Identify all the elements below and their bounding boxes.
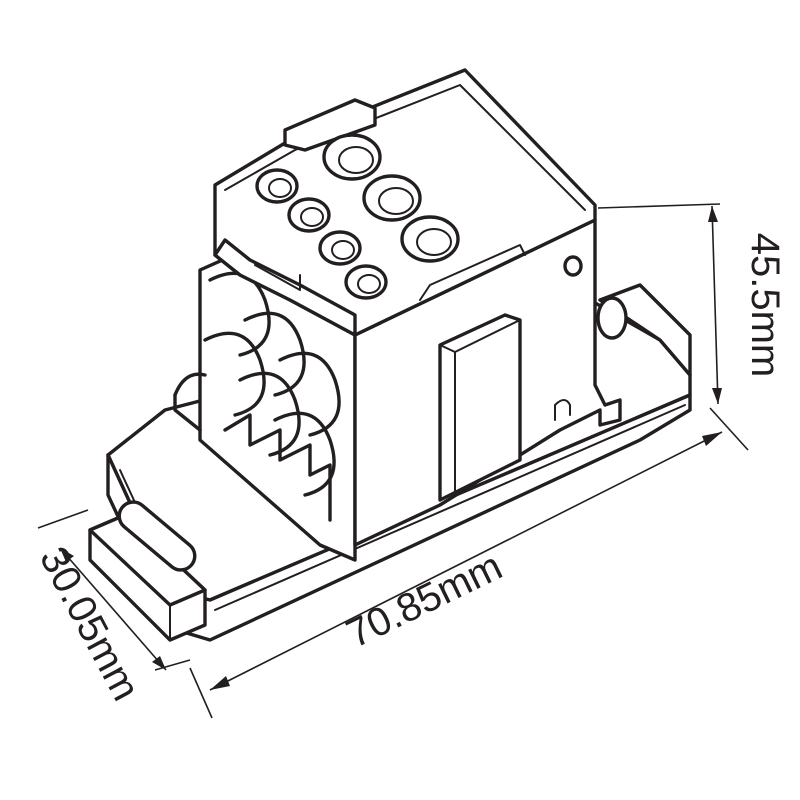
hole-large-1 — [322, 133, 382, 181]
mounting-tab-right — [596, 283, 692, 377]
main-housing — [353, 218, 622, 547]
terminal-holes — [255, 133, 460, 300]
hole-large-2 — [362, 174, 422, 222]
hole-large-3 — [400, 215, 460, 263]
height-label: 45.5mm — [743, 233, 787, 378]
dimension-height: 45.5mm — [597, 203, 787, 405]
mounting-tab-left — [88, 500, 207, 642]
